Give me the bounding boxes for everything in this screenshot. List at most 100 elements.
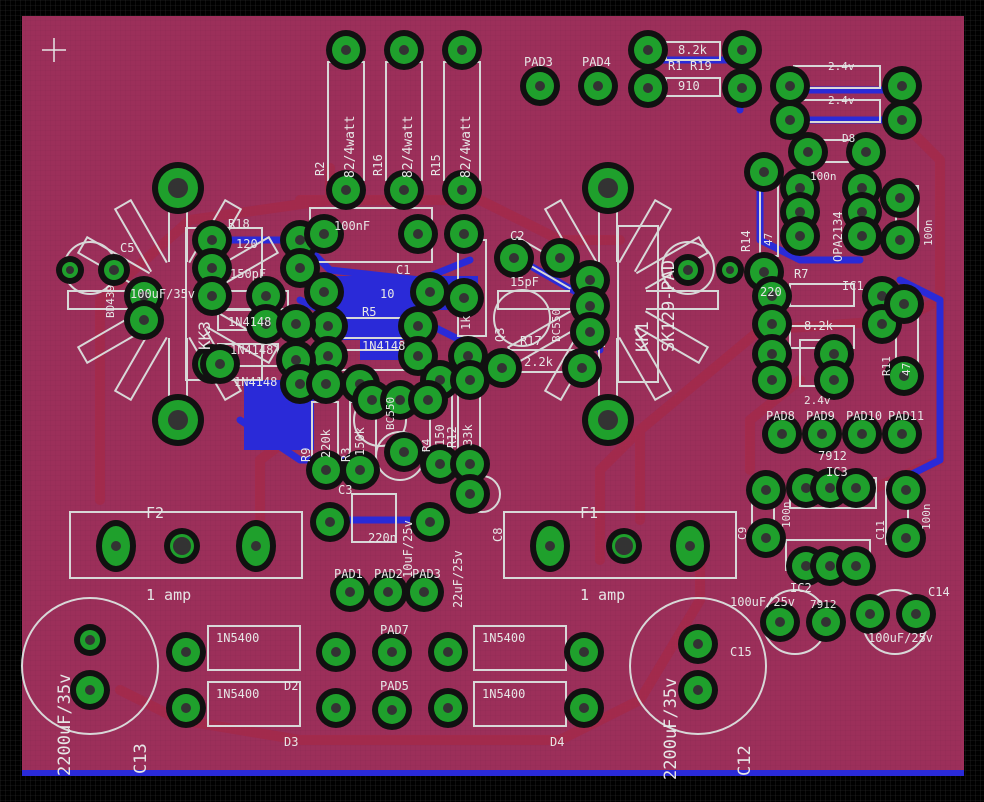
pad-hole bbox=[861, 147, 871, 157]
pad-hole bbox=[535, 81, 545, 91]
pad-113 bbox=[428, 688, 468, 728]
pad-hole bbox=[785, 115, 795, 125]
pad-hole bbox=[465, 459, 475, 469]
pad-23 bbox=[98, 254, 130, 286]
label-pad3b: PAD3 bbox=[412, 567, 441, 581]
label-pad9: PAD9 bbox=[806, 409, 835, 423]
pad-hole bbox=[767, 375, 777, 385]
pad-hole bbox=[877, 291, 887, 301]
pad-hole bbox=[395, 395, 405, 405]
label-c10uf: 10uF/25v bbox=[401, 520, 415, 578]
pad-36 bbox=[444, 214, 484, 254]
label-pad1: PAD1 bbox=[334, 567, 363, 581]
label-c13: C13 bbox=[131, 743, 151, 774]
pad-88 bbox=[450, 360, 490, 400]
pad-131 bbox=[806, 602, 846, 642]
pad-121 bbox=[746, 518, 786, 558]
label-c-100n-right: 100n bbox=[922, 220, 935, 247]
pad-hole bbox=[737, 45, 747, 55]
pad-hole bbox=[341, 45, 351, 55]
pad-hole bbox=[801, 483, 811, 493]
pad-hole bbox=[387, 705, 397, 715]
component-outline-37 bbox=[351, 493, 397, 543]
pad-114 bbox=[564, 632, 604, 672]
label-1n5400-c: 1N5400 bbox=[482, 631, 525, 645]
label-c5: C5 bbox=[120, 241, 134, 255]
label-c13-value: 2200uF/35v bbox=[55, 674, 75, 776]
pad-65 bbox=[842, 216, 882, 256]
pad-hole bbox=[399, 447, 409, 457]
pad-hole bbox=[555, 253, 565, 263]
pad-hole bbox=[899, 299, 909, 309]
pad-hole bbox=[443, 703, 453, 713]
pad-82 bbox=[306, 364, 346, 404]
label-pad4: PAD4 bbox=[582, 55, 611, 69]
pad-hole bbox=[901, 533, 911, 543]
pad-hole bbox=[85, 685, 95, 695]
pad-hole bbox=[323, 321, 333, 331]
pad-hole bbox=[413, 351, 423, 361]
label-1n4148-b: 1N4148 bbox=[362, 339, 405, 353]
component-outline-10 bbox=[207, 625, 301, 671]
pad-10 bbox=[628, 68, 668, 108]
capacitor-outline-8 bbox=[493, 289, 551, 347]
pad-hole bbox=[295, 235, 305, 245]
pad-75 bbox=[814, 360, 854, 400]
pad-2 bbox=[384, 30, 424, 70]
pad-hole bbox=[851, 561, 861, 571]
pad-29 bbox=[192, 248, 232, 288]
pad-hole bbox=[295, 379, 305, 389]
label-pad10: PAD10 bbox=[846, 409, 882, 423]
label-r150: 150 bbox=[433, 424, 447, 446]
label-c-100n-top: 100n bbox=[810, 170, 837, 183]
pad-126 bbox=[836, 468, 876, 508]
heatsink-fin bbox=[76, 310, 151, 365]
label-r14-value: 47 bbox=[762, 233, 775, 246]
label-r15-value: 82/4watt bbox=[459, 115, 474, 178]
pad-42 bbox=[398, 306, 438, 346]
component-outline-11 bbox=[207, 681, 301, 727]
pad-16 bbox=[788, 132, 828, 172]
pad-hole bbox=[693, 639, 703, 649]
label-bc550: BC550 bbox=[550, 309, 563, 342]
pad-85 bbox=[340, 450, 380, 490]
pad-hole bbox=[261, 319, 271, 329]
label-r10: 10 bbox=[380, 287, 394, 301]
pad-hole bbox=[295, 263, 305, 273]
pad-hole bbox=[321, 379, 331, 389]
pad-hole bbox=[865, 609, 875, 619]
label-r7: R7 bbox=[794, 267, 808, 281]
pad-4 bbox=[442, 30, 482, 70]
label-pad11: PAD11 bbox=[888, 409, 924, 423]
pad-hole bbox=[168, 410, 188, 430]
pad-107 bbox=[316, 632, 356, 672]
pad-108 bbox=[166, 688, 206, 728]
pad-104 bbox=[368, 572, 408, 612]
pad-81 bbox=[882, 414, 922, 454]
capacitor-outline-0 bbox=[21, 597, 159, 735]
label-q3: Q3 bbox=[493, 328, 507, 342]
pad-132 bbox=[850, 594, 890, 634]
pad-38 bbox=[304, 272, 344, 312]
heatsink-fin bbox=[635, 310, 710, 365]
label-1n4148-a: 1N4148 bbox=[228, 315, 271, 329]
pad-hole bbox=[457, 185, 467, 195]
label-r18-value: 120 bbox=[236, 237, 258, 251]
pad-18 bbox=[152, 162, 204, 214]
pad-hole bbox=[291, 319, 301, 329]
label-ic3-value: 7912 bbox=[818, 449, 847, 463]
pad-105 bbox=[404, 572, 444, 612]
pad-hole bbox=[207, 291, 217, 301]
pad-130 bbox=[760, 602, 800, 642]
heatsink-fin bbox=[646, 290, 719, 310]
pad-47 bbox=[276, 304, 316, 344]
label-c3: C3 bbox=[338, 483, 352, 497]
pad-90 bbox=[384, 432, 424, 472]
pad-hole bbox=[331, 703, 341, 713]
pad-hole bbox=[693, 685, 703, 695]
label-r14: R14 bbox=[739, 230, 753, 252]
pad-hole bbox=[737, 83, 747, 93]
label-sk129: SK129-PAD bbox=[659, 260, 679, 352]
label-pad8: PAD8 bbox=[766, 409, 795, 423]
pad-hole bbox=[443, 647, 453, 657]
